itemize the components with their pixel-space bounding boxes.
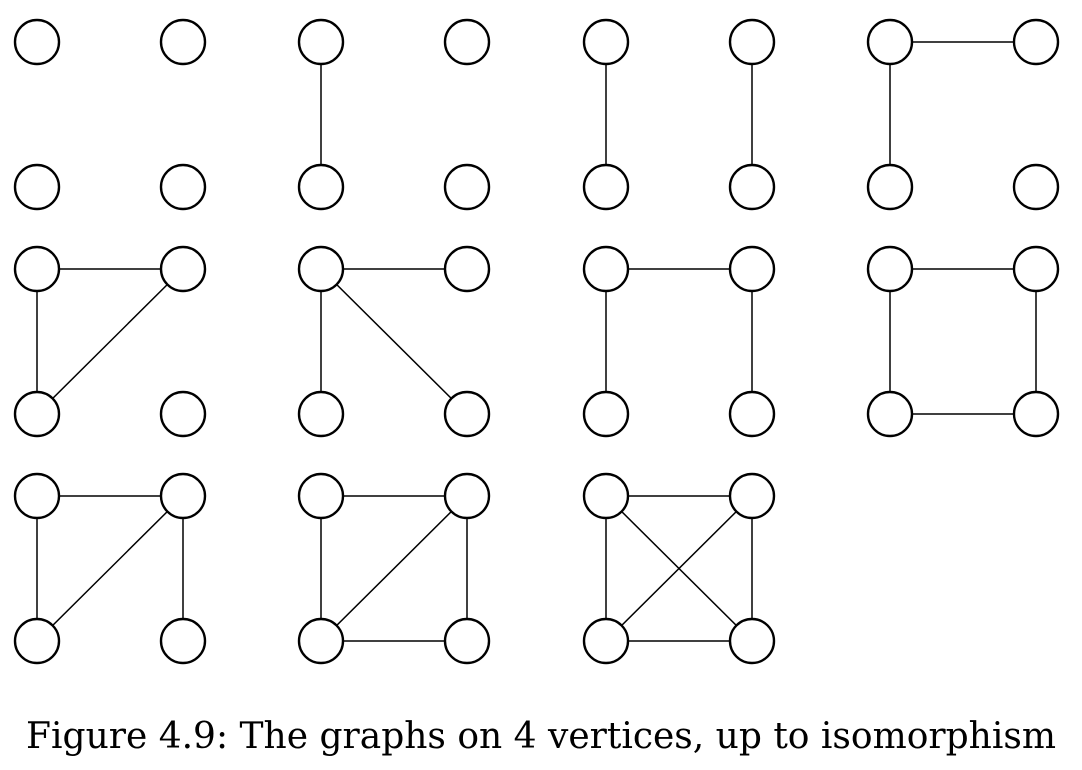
vertex-bottom-right (728, 163, 776, 211)
vertex-bottom-left (582, 390, 630, 438)
vertex-bottom-right (159, 390, 207, 438)
vertex-top-right (728, 472, 776, 520)
edge-top-right-bottom-left (320, 495, 468, 642)
vertex-top-right (159, 245, 207, 293)
graph-1-edge (297, 18, 491, 211)
edge-top-left-bottom-right (320, 268, 468, 415)
edge-top-right-bottom-left (605, 495, 753, 642)
vertex-bottom-left (13, 390, 61, 438)
graph-paw (13, 472, 207, 665)
vertex-bottom-left (297, 390, 345, 438)
vertex-bottom-right (443, 390, 491, 438)
vertex-top-right (728, 245, 776, 293)
graph-complete-4 (582, 472, 776, 665)
vertex-top-right (443, 245, 491, 293)
graph-path-4 (582, 245, 776, 438)
graph-path-3 (866, 18, 1060, 211)
vertex-bottom-right (443, 617, 491, 665)
vertex-top-left (866, 245, 914, 293)
vertex-top-left (582, 245, 630, 293)
vertex-bottom-left (582, 617, 630, 665)
vertex-top-left (297, 245, 345, 293)
vertex-top-right (1012, 18, 1060, 66)
vertex-top-left (13, 245, 61, 293)
graph-diamond (297, 472, 491, 665)
edge-top-right-bottom-left (36, 268, 184, 415)
edge-top-right-bottom-left (36, 495, 184, 642)
vertex-top-left (13, 18, 61, 66)
vertex-bottom-right (159, 163, 207, 211)
vertex-bottom-left (582, 163, 630, 211)
vertex-bottom-left (297, 617, 345, 665)
vertex-top-left (582, 18, 630, 66)
vertex-top-left (866, 18, 914, 66)
graph-triangle (13, 245, 207, 438)
vertex-bottom-left (866, 163, 914, 211)
figure-caption: Figure 4.9: The graphs on 4 vertices, up… (26, 716, 1056, 757)
vertex-top-left (13, 472, 61, 520)
vertex-top-right (443, 472, 491, 520)
vertex-bottom-right (728, 617, 776, 665)
vertex-top-right (443, 18, 491, 66)
graph-cycle-4 (866, 245, 1060, 438)
vertex-top-left (297, 472, 345, 520)
vertex-top-left (582, 472, 630, 520)
vertex-top-right (728, 18, 776, 66)
vertex-bottom-left (866, 390, 914, 438)
graph-star (297, 245, 491, 438)
vertex-bottom-right (1012, 390, 1060, 438)
vertex-bottom-right (728, 390, 776, 438)
vertex-top-right (159, 472, 207, 520)
graph-2-disjoint-edges (582, 18, 776, 211)
vertex-bottom-right (1012, 163, 1060, 211)
vertex-top-left (297, 18, 345, 66)
vertex-top-right (1012, 245, 1060, 293)
vertex-bottom-right (159, 617, 207, 665)
graph-0-edges (13, 18, 207, 211)
vertex-bottom-left (13, 163, 61, 211)
vertex-bottom-left (13, 617, 61, 665)
vertex-bottom-right (443, 163, 491, 211)
vertex-bottom-left (297, 163, 345, 211)
graph-figure (13, 18, 1060, 665)
vertex-top-right (159, 18, 207, 66)
